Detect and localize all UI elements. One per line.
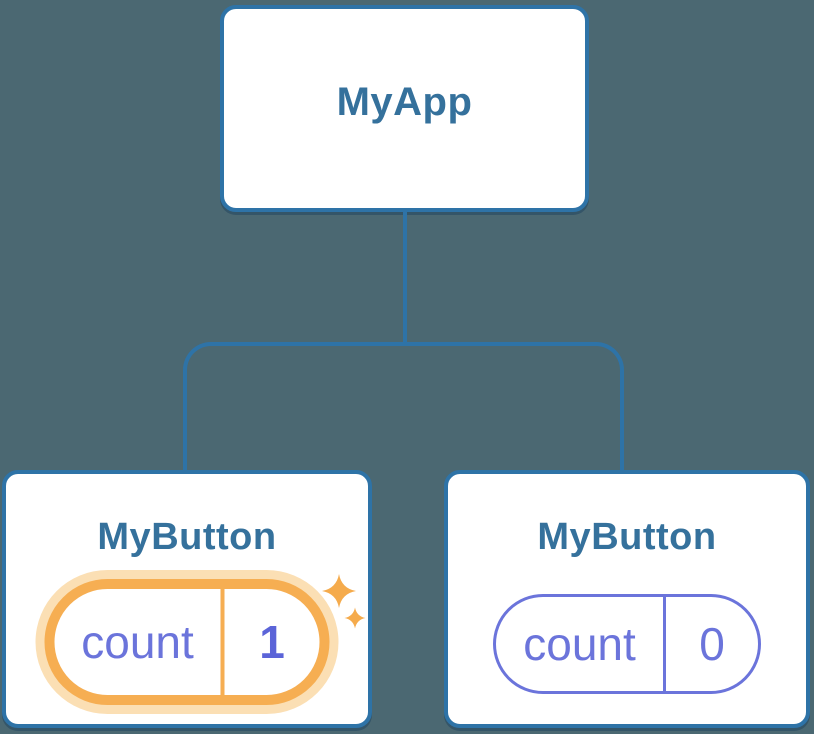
state-pill: count 0 — [493, 594, 761, 694]
node-label: MyButton — [537, 516, 717, 558]
state-value: 0 — [663, 597, 758, 691]
tree-node-myapp: MyApp — [220, 5, 589, 212]
state-value: 1 — [220, 589, 320, 695]
node-label: MyButton — [97, 516, 277, 558]
state-key: count — [81, 616, 194, 668]
connector-stem — [403, 212, 407, 346]
state-pill-highlighted: count 1 — [44, 579, 330, 705]
connector-branch — [183, 342, 624, 470]
tree-node-mybutton-1: MyButton count 1 — [2, 470, 372, 728]
state-key: count — [523, 618, 636, 670]
tree-node-mybutton-2: MyButton count 0 — [444, 470, 810, 728]
node-label: MyApp — [336, 80, 473, 124]
